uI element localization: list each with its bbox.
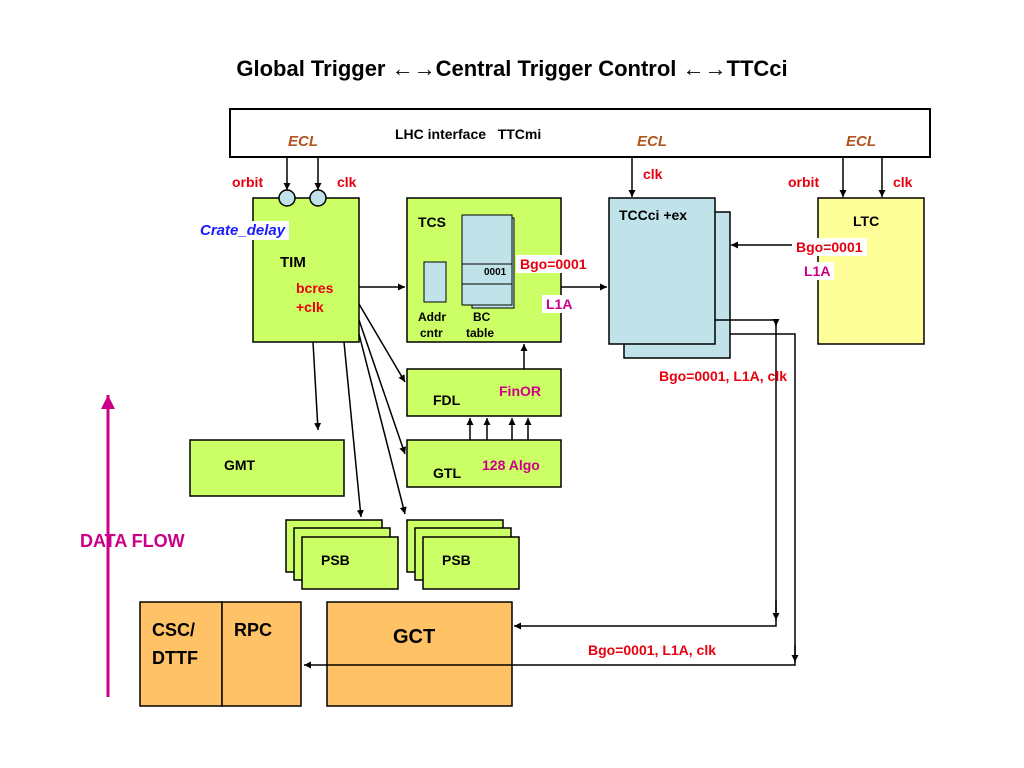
lhc-interface-label: LHC interface TTCmi <box>395 126 542 142</box>
tim-orbit-label: orbit <box>232 174 264 190</box>
rpc-box <box>221 601 302 707</box>
ltc-clk-label: clk <box>893 174 913 190</box>
tcs-l1a-signal: L1A <box>542 295 577 313</box>
gtl-name: GTL <box>433 465 461 481</box>
tcs-cntr-label: cntr <box>420 326 443 340</box>
psb-right-front <box>422 536 520 590</box>
gmt-name: GMT <box>224 457 256 473</box>
tcs-bc-label: BC <box>473 310 491 324</box>
ttcci-name: TCCci +ex <box>619 207 688 223</box>
lhc-interface-box <box>229 108 931 158</box>
psb-right-name: PSB <box>442 552 471 568</box>
tcs-name: TCS <box>418 214 446 230</box>
lhc-ecl-right: ECL <box>846 133 876 150</box>
ttcci-broadcast-lower: Bgo=0001, L1A, clk <box>588 642 717 658</box>
gct-box <box>326 601 513 707</box>
psb-left-front <box>301 536 399 590</box>
tcs-addr-counter <box>423 261 447 303</box>
gmt-box <box>189 439 345 497</box>
tim-clk-label: clk <box>337 174 357 190</box>
fdl-name: FDL <box>433 392 461 408</box>
ltc-orbit-label: orbit <box>788 174 820 190</box>
rpc-label: RPC <box>234 620 273 640</box>
tcs-addr-label: Addr <box>418 310 446 324</box>
tim-name: TIM <box>280 254 306 271</box>
tim-box <box>252 197 360 343</box>
ltc-box <box>817 197 925 345</box>
tim-plus-clk-label: +clk <box>296 299 324 315</box>
lhc-ecl-left: ECL <box>288 133 318 150</box>
ltc-name: LTC <box>853 213 880 229</box>
tim-orbit-connector <box>278 189 296 207</box>
tim-clk-connector <box>309 189 327 207</box>
tcs-bgo-signal: Bgo=0001 <box>516 255 591 273</box>
ttcci-clk-label: clk <box>643 166 663 182</box>
dttf-label: DTTF <box>152 648 198 668</box>
lhc-ecl-middle: ECL <box>637 133 667 150</box>
tcs-bc-register <box>461 263 513 285</box>
tcs-register-value: 0001 <box>484 267 507 278</box>
crate-delay-label: Crate_delay <box>196 221 290 240</box>
page-title: Global Trigger ←→Central Trigger Control… <box>236 56 788 81</box>
fdl-box <box>406 368 562 417</box>
gtl-algo-label: 128 Algo <box>482 457 540 473</box>
ttcci-box <box>608 197 716 345</box>
csc-label: CSC/ <box>152 620 196 640</box>
tim-bcres-label: bcres <box>296 280 334 296</box>
gtl-box <box>406 439 562 488</box>
ttcci-broadcast-upper: Bgo=0001, L1A, clk <box>659 368 788 384</box>
psb-left-name: PSB <box>321 552 350 568</box>
gct-name: GCT <box>393 626 436 648</box>
tcs-bc-table <box>461 214 513 306</box>
fdl-finor-label: FinOR <box>499 383 541 399</box>
ltc-l1a-signal: L1A <box>800 262 835 280</box>
internal-arrows <box>304 241 818 669</box>
tcs-table-label: table <box>466 326 495 340</box>
data-flow-label: DATA FLOW <box>80 531 185 551</box>
lhc-signal-arrows <box>283 158 886 197</box>
ltc-bgo-signal: Bgo=0001 <box>792 238 867 256</box>
